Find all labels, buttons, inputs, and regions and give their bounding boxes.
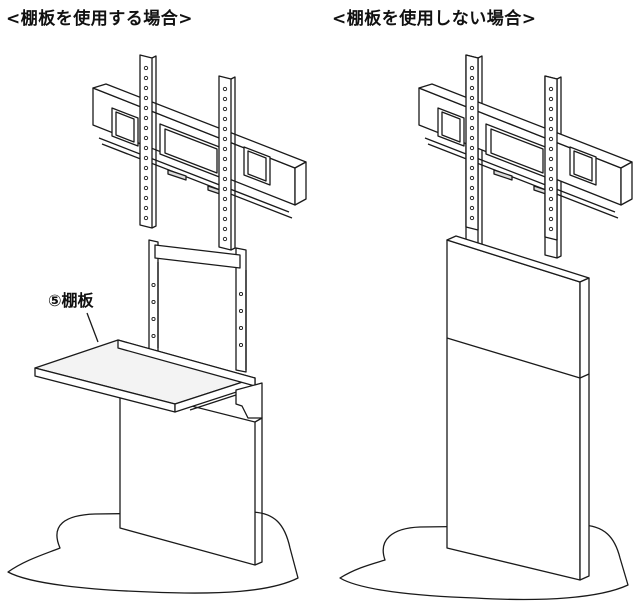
shelf-callout-label: ⑤棚板 (48, 291, 94, 310)
caption-with-shelf: <棚板を使用する場合> (6, 9, 193, 29)
tall-panel-right (446, 235, 590, 581)
mount-bracket-left (92, 83, 307, 219)
caption-without-shelf: <棚板を使用しない場合> (332, 9, 537, 29)
mount-bracket-right (418, 54, 633, 241)
shelf-board (34, 339, 263, 419)
shelf-leader-line (86, 312, 99, 343)
vertical-arms-left (139, 54, 236, 251)
stand-without-shelf (339, 54, 633, 601)
stand-with-shelf (7, 54, 307, 594)
